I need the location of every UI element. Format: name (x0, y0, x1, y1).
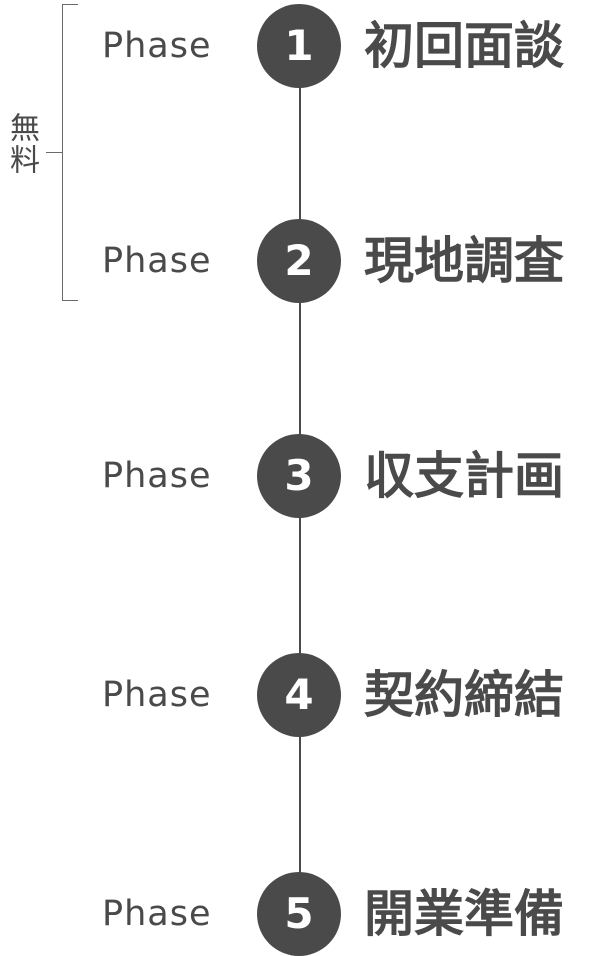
phase-step-1: Phase 1 初回面談 (0, 4, 599, 88)
phase-prefix: Phase (102, 456, 212, 496)
phase-number-circle: 5 (257, 872, 341, 956)
phase-prefix: Phase (102, 675, 212, 715)
phase-number-circle: 2 (257, 219, 341, 303)
phase-number: 5 (284, 889, 314, 938)
phase-number: 1 (284, 21, 314, 70)
phase-step-2: Phase 2 現地調査 (0, 219, 599, 303)
phase-number: 2 (284, 236, 314, 285)
phase-title: 開業準備 (364, 885, 564, 943)
phase-prefix: Phase (102, 894, 212, 934)
phase-number: 4 (284, 670, 314, 719)
free-bracket (62, 4, 78, 301)
phase-prefix: Phase (102, 241, 212, 281)
phase-step-3: Phase 3 収支計画 (0, 434, 599, 518)
phase-title: 初回面談 (364, 17, 564, 75)
phase-number-circle: 3 (257, 434, 341, 518)
phase-step-4: Phase 4 契約締結 (0, 653, 599, 737)
phase-prefix: Phase (102, 26, 212, 66)
free-label: 無料 (4, 112, 39, 176)
phase-title: 現地調査 (364, 232, 564, 290)
phase-number-circle: 1 (257, 4, 341, 88)
free-bracket-tick (46, 152, 62, 153)
phase-number: 3 (284, 451, 314, 500)
phase-title: 収支計画 (364, 447, 564, 505)
phase-title: 契約締結 (364, 666, 564, 724)
phase-number-circle: 4 (257, 653, 341, 737)
phase-step-5: Phase 5 開業準備 (0, 872, 599, 956)
